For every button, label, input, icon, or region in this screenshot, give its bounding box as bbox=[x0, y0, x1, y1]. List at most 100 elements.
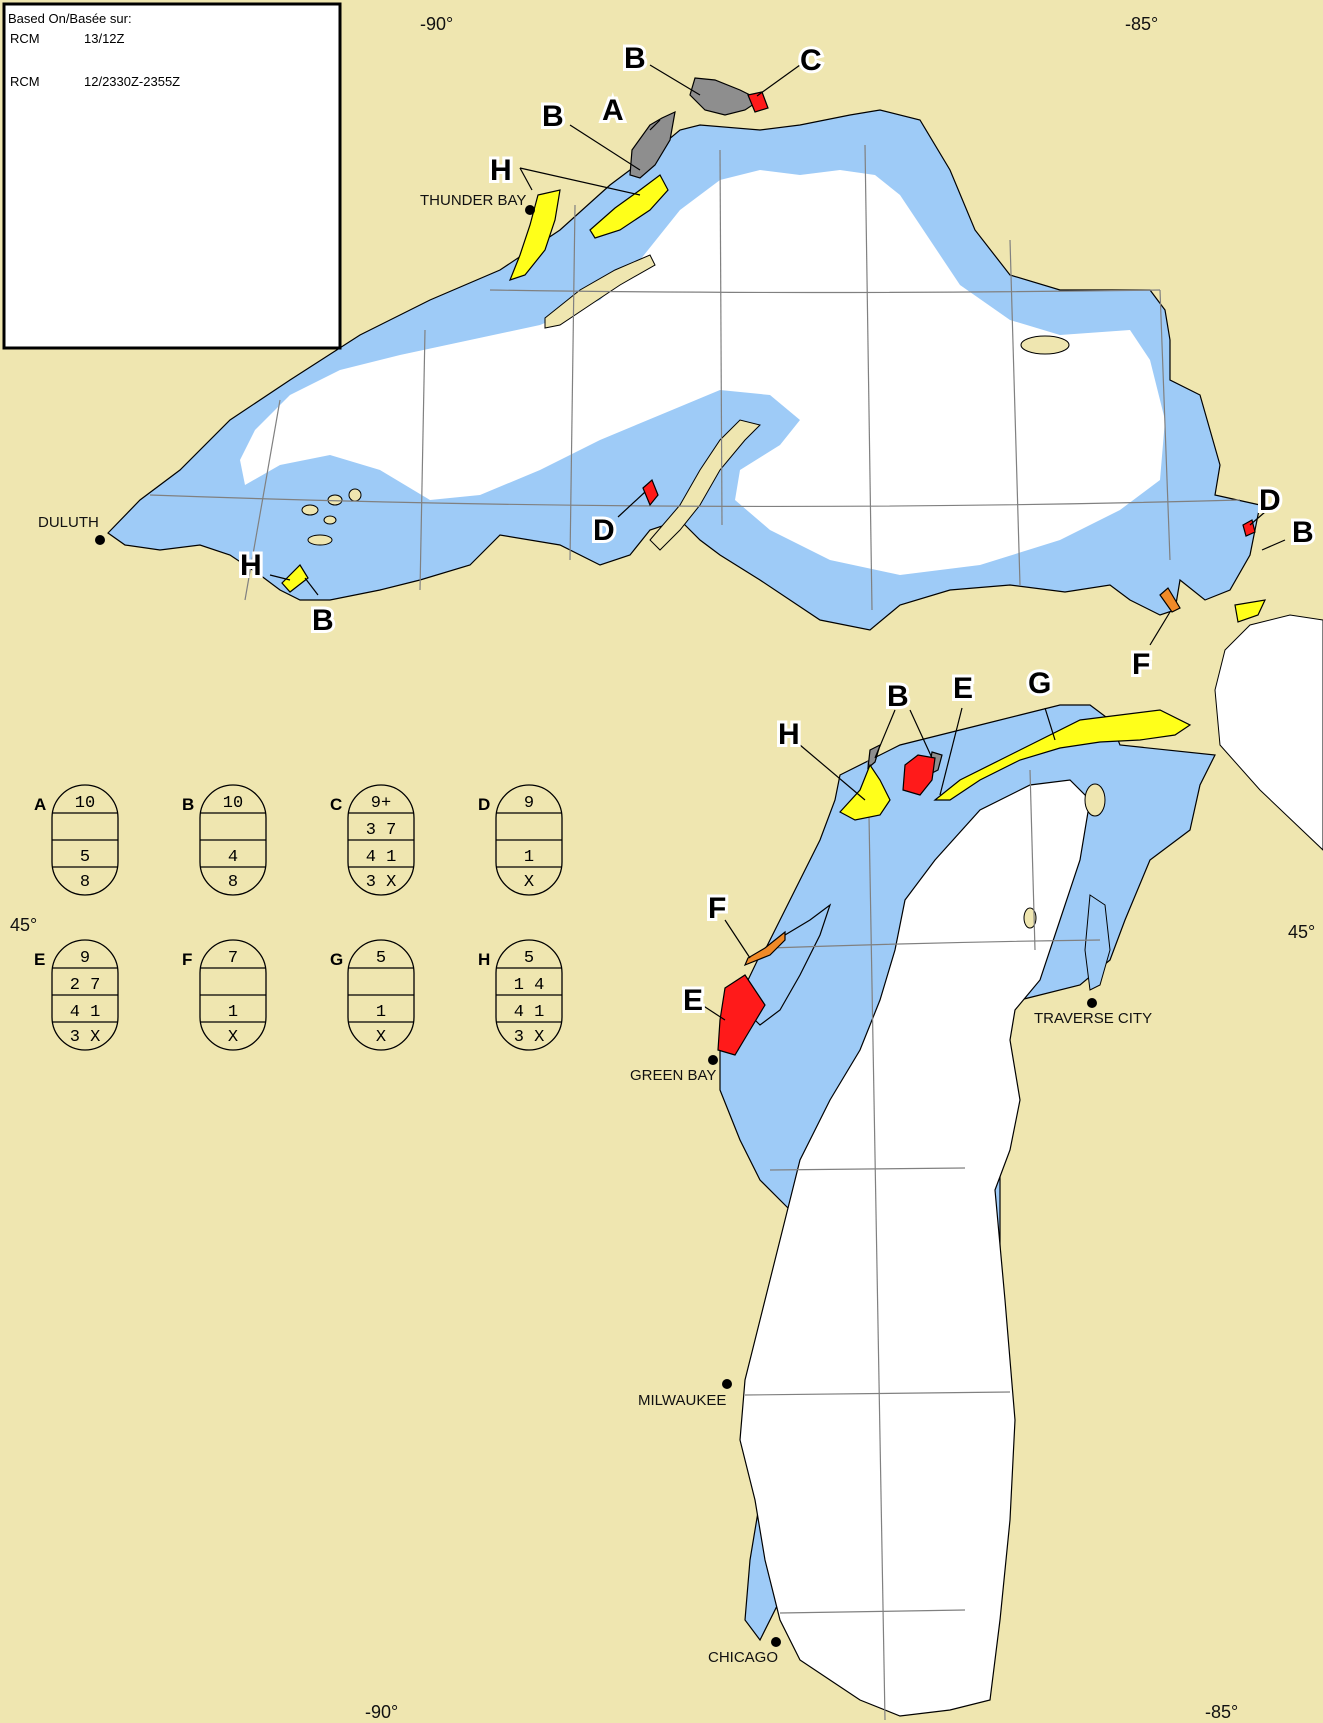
egg-value: 3 X bbox=[514, 1028, 545, 1047]
egg-label: G bbox=[330, 950, 343, 969]
zone-label-c: C bbox=[800, 44, 822, 77]
lake-michigan-open-water bbox=[739, 779, 1091, 1717]
egg-value: 9 bbox=[80, 949, 90, 968]
city-traverse-city: TRAVERSE CITY bbox=[1034, 998, 1152, 1027]
egg-outline bbox=[51, 939, 119, 1051]
zone-label-e: E bbox=[953, 672, 973, 705]
zone-label-h: H bbox=[490, 154, 512, 187]
egg-outline bbox=[199, 784, 267, 896]
egg-label: F bbox=[182, 950, 192, 969]
egg-code-f: 7 1X F bbox=[182, 939, 267, 1051]
egg-value: 5 bbox=[376, 949, 386, 968]
egg-code-d: 9 1X D bbox=[478, 784, 563, 896]
egg-outline bbox=[347, 784, 415, 896]
zone-label-b: B bbox=[1292, 516, 1314, 549]
egg-label: C bbox=[330, 795, 342, 814]
egg-value: 8 bbox=[80, 873, 90, 892]
lat-label-left: 45° bbox=[10, 915, 37, 935]
zone-ice-9 bbox=[642, 91, 1256, 1056]
zone-label-d: D bbox=[1259, 484, 1281, 517]
egg-value: 4 bbox=[228, 848, 238, 867]
city-label: DULUTH bbox=[38, 514, 99, 531]
egg-value: 7 bbox=[228, 949, 238, 968]
lon-label-top-left: -90° bbox=[420, 14, 453, 34]
source-row-1-time: 13/12Z bbox=[84, 31, 125, 46]
egg-label: D bbox=[478, 795, 490, 814]
city-duluth: DULUTH bbox=[38, 514, 105, 545]
zone-label-d: D bbox=[593, 514, 615, 547]
source-row-2-sensor: RCM bbox=[10, 74, 40, 89]
south-fox-island bbox=[1023, 907, 1037, 929]
egg-value: 4 1 bbox=[366, 848, 397, 867]
city-green-bay: GREEN BAY bbox=[630, 1055, 718, 1084]
city-label: THUNDER BAY bbox=[420, 192, 526, 209]
zone-label-b: B bbox=[312, 604, 334, 637]
egg-value: 3 X bbox=[366, 873, 397, 892]
city-label: CHICAGO bbox=[708, 1649, 778, 1666]
zone-label-h: H bbox=[778, 718, 800, 751]
zone-label-g: G bbox=[1028, 667, 1051, 700]
lake-huron-open-water bbox=[1214, 614, 1323, 851]
egg-outline bbox=[347, 939, 415, 1051]
lon-label-top-right: -85° bbox=[1125, 14, 1158, 34]
city-label: TRAVERSE CITY bbox=[1034, 1010, 1152, 1027]
egg-value: 5 bbox=[524, 949, 534, 968]
apostle-islands bbox=[301, 488, 362, 546]
zone-ice-7 bbox=[743, 587, 1181, 967]
city-milwaukee: MILWAUKEE bbox=[638, 1379, 732, 1409]
egg-code-c: 9+ 3 7 4 1 3 X C bbox=[330, 784, 415, 896]
source-row-2-time: 12/2330Z-2355Z bbox=[84, 74, 180, 89]
beaver-island bbox=[1084, 783, 1106, 817]
egg-value: 9+ bbox=[371, 794, 391, 813]
egg-code-a: 10 5 8 A bbox=[34, 784, 119, 896]
lat-label-right: 45° bbox=[1288, 922, 1315, 942]
source-row-1-sensor: RCM bbox=[10, 31, 40, 46]
egg-outline bbox=[199, 939, 267, 1051]
lon-label-bottom-left: -90° bbox=[365, 1702, 398, 1722]
egg-outline bbox=[495, 784, 563, 896]
egg-value: 1 bbox=[376, 1003, 386, 1022]
egg-value: 2 7 bbox=[70, 976, 101, 995]
traverse-bay bbox=[1084, 894, 1111, 991]
egg-value: 9 bbox=[524, 794, 534, 813]
egg-value: X bbox=[228, 1028, 238, 1047]
zone-ice-5 bbox=[281, 174, 1267, 821]
egg-outline bbox=[51, 784, 119, 896]
egg-label: B bbox=[182, 795, 194, 814]
zone-label-b: B bbox=[887, 680, 909, 713]
egg-value: 3 7 bbox=[366, 821, 397, 840]
city-thunder-bay: THUNDER BAY bbox=[420, 192, 535, 215]
city-chicago: CHICAGO bbox=[708, 1637, 781, 1666]
egg-value: 5 bbox=[80, 848, 90, 867]
egg-value: 4 1 bbox=[514, 1003, 545, 1022]
egg-label: H bbox=[478, 950, 490, 969]
source-box: Based On/Basée sur: RCM 13/12Z RCM 12/23… bbox=[2, 2, 342, 350]
zone-leader-lines bbox=[269, 64, 1286, 1021]
zone-label-f: F bbox=[708, 892, 726, 925]
egg-outline bbox=[495, 939, 563, 1051]
zone-label-b: B bbox=[542, 100, 564, 133]
egg-value: 1 bbox=[524, 848, 534, 867]
egg-value: 10 bbox=[75, 794, 95, 813]
lake-superior-open-water bbox=[240, 170, 1165, 575]
source-title: Based On/Basée sur: bbox=[8, 11, 132, 26]
egg-code-h: 51 44 13 XH bbox=[478, 939, 563, 1051]
city-label: GREEN BAY bbox=[630, 1067, 716, 1084]
egg-value: 1 bbox=[228, 1003, 238, 1022]
egg-code-e: 92 74 13 XE bbox=[34, 939, 119, 1051]
egg-label: A bbox=[34, 795, 46, 814]
zone-label-b: B bbox=[624, 42, 646, 75]
michipicoten-island bbox=[1020, 335, 1070, 355]
zone-labels: B C A B H D H B D B F H B E G F E bbox=[237, 39, 1317, 1020]
city-label: MILWAUKEE bbox=[638, 1392, 726, 1409]
egg-value: 8 bbox=[228, 873, 238, 892]
zone-label-a: A bbox=[602, 94, 624, 127]
egg-value: X bbox=[524, 873, 534, 892]
keweenaw-peninsula bbox=[649, 419, 761, 551]
zone-fast-ice bbox=[629, 77, 943, 777]
graticule bbox=[149, 144, 1241, 1721]
